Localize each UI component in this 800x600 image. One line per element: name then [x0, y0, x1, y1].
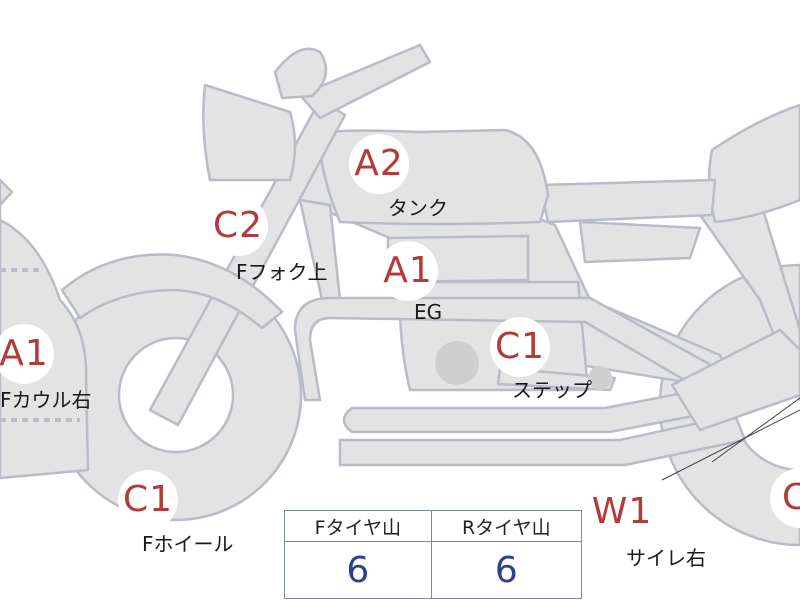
damage-code: A1	[0, 333, 49, 374]
damage-code: C1	[494, 326, 546, 367]
part-label-front-wheel: Fホイール	[142, 532, 234, 556]
engine-cover-detail	[435, 341, 479, 385]
marker-tank: A2	[349, 134, 409, 194]
damage-code: C2	[212, 205, 264, 246]
front-fender-shape	[60, 253, 284, 330]
front-cowl-shape	[0, 178, 90, 480]
exhaust-bottom-shape	[338, 413, 747, 467]
tire-tread-table: Fタイヤ山 Rタイヤ山 6 6	[284, 510, 583, 599]
headlight-shape	[202, 83, 297, 182]
front-tire-header: Fタイヤ山	[284, 510, 432, 542]
marker-front-cowl-right: A1	[0, 324, 54, 384]
marker-front-wheel: C1	[118, 470, 178, 530]
handlebar-shape	[298, 43, 432, 120]
marker-step: C1	[490, 317, 550, 377]
side-panel-shape	[578, 220, 702, 264]
part-label-front-cowl-right: Fカウル右	[0, 388, 92, 412]
marker-engine: A1	[378, 241, 438, 301]
step-peg-detail	[588, 366, 612, 390]
exhaust-upper-shape	[293, 296, 722, 402]
damage-code: W1	[591, 491, 653, 532]
damage-code: A1	[383, 250, 433, 291]
rear-leader-line	[711, 397, 800, 463]
seat-shape	[538, 178, 717, 224]
damage-code: C1	[122, 479, 174, 520]
meter-shape	[273, 47, 328, 100]
rear-tire-header: Rタイヤ山	[430, 510, 583, 542]
part-label-step: ステップ	[512, 378, 592, 402]
marker-rear-edge: C	[770, 468, 800, 528]
part-label-front-fork-upper: Fフォク上	[236, 260, 328, 284]
silencer-shape	[670, 328, 800, 432]
damage-code: A2	[354, 143, 404, 184]
part-label-tank: タンク	[388, 196, 448, 220]
part-label-engine: EG	[414, 300, 443, 324]
rear-tire-value: 6	[430, 541, 583, 599]
rear-cowl-shape	[707, 103, 800, 224]
damage-code: C	[782, 477, 800, 518]
front-tire-value: 6	[284, 541, 432, 599]
marker-front-fork-upper: C2	[208, 196, 268, 256]
part-label-silencer-right: サイレ右	[626, 546, 706, 570]
silencer-leader-line	[661, 409, 800, 481]
marker-silencer-right: W1	[592, 482, 652, 542]
table-value-row: 6 6	[284, 541, 583, 599]
table-header-row: Fタイヤ山 Rタイヤ山	[284, 510, 583, 542]
